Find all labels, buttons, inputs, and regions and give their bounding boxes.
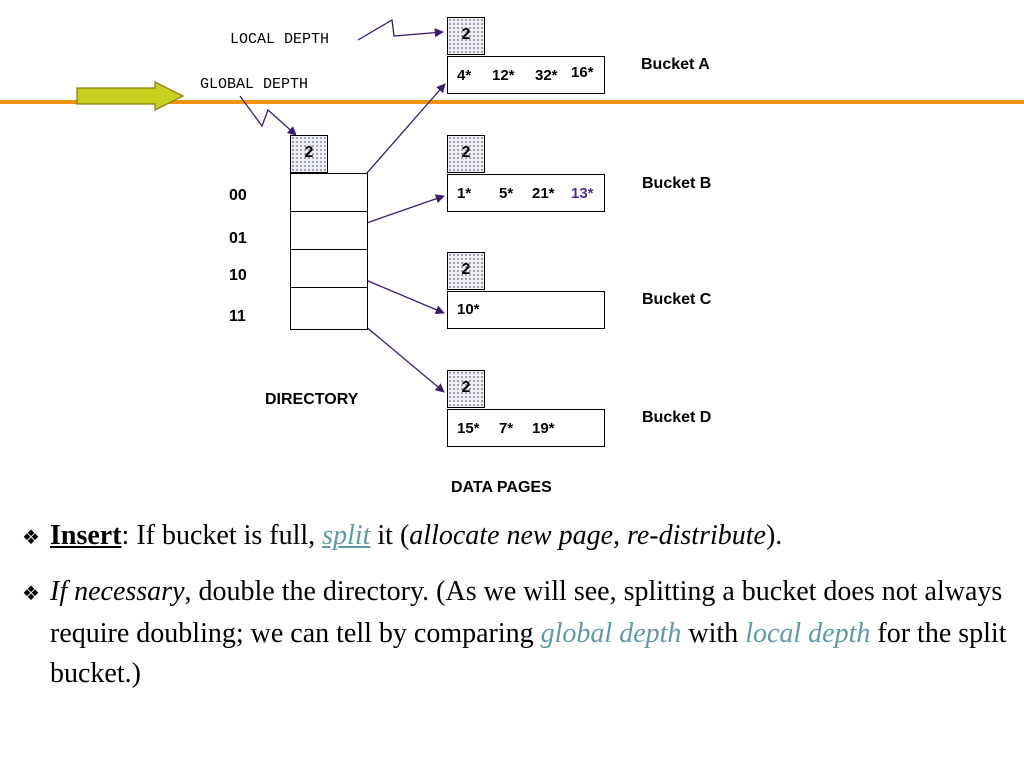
diamond-bullet-icon: ❖ — [22, 527, 40, 549]
bullet-double: ❖ If necessary, double the directory. (As… — [22, 572, 1012, 694]
bucket-c-entry: 10* — [457, 301, 480, 318]
bucket-b-depth-box: 2 — [447, 135, 485, 173]
bucket-c-name: Bucket C — [642, 291, 712, 308]
directory-label: DIRECTORY — [265, 391, 359, 408]
bucket-c-page: 10* — [447, 291, 605, 329]
local-depth-callout — [357, 18, 444, 41]
directory-entry-10: 10 — [229, 267, 247, 284]
bucket-a-entry: 16* — [571, 64, 594, 81]
bucket-a-local-depth: 2 — [461, 26, 471, 43]
bucket-d-entry: 15* — [457, 420, 480, 437]
bullet1-text-b: it ( — [370, 520, 410, 551]
bucket-b-name: Bucket B — [642, 175, 712, 192]
directory-slot-00 — [290, 173, 368, 212]
bucket-d-entry: 7* — [499, 420, 514, 437]
split-term: split — [322, 520, 371, 551]
bucket-d-page: 15* 7* 19* — [447, 409, 605, 447]
bucket-b-entry: 5* — [499, 185, 514, 202]
bucket-a-page: 4* 12* 32* 16* — [447, 56, 605, 94]
bullet1-text-c: ). — [765, 520, 783, 551]
accent-line — [0, 100, 1024, 104]
diamond-bullet-icon: ❖ — [22, 583, 40, 605]
bullet-list: ❖ Insert: If bucket is full, split it (al… — [22, 516, 1012, 708]
if-necessary-term: If necessary — [50, 576, 185, 607]
global-depth-label: GLOBAL DEPTH — [200, 76, 309, 93]
bucket-c-depth-box: 2 — [447, 252, 485, 290]
bullet2-text-c: for the split bucket.) — [50, 618, 1007, 689]
bucket-b-page: 1* 5* 21* 13* — [447, 174, 605, 212]
bullet2-text-a: , double the directory. (As we will see,… — [50, 576, 1003, 649]
bucket-d-entry: 19* — [532, 420, 555, 437]
bucket-d-name: Bucket D — [642, 409, 712, 426]
bucket-b-entry-highlight: 13* — [571, 185, 594, 202]
bucket-a-entry: 32* — [535, 67, 558, 84]
bucket-d-depth-box: 2 — [447, 370, 485, 408]
insert-term: Insert — [50, 520, 122, 551]
directory-entry-00: 00 — [229, 187, 247, 204]
directory-entry-01: 01 — [229, 230, 247, 247]
data-pages-label: DATA PAGES — [451, 479, 552, 496]
local-depth-term: local depth — [745, 618, 871, 649]
bucket-b-entry: 21* — [532, 185, 555, 202]
directory-slot-11 — [290, 287, 368, 330]
yellow-arrow-icon — [76, 81, 185, 111]
global-depth-value: 2 — [304, 144, 314, 161]
global-depth-callout — [239, 95, 297, 136]
directory-slot-10 — [290, 249, 368, 288]
bucket-d-local-depth: 2 — [461, 379, 471, 396]
bullet1-text-a: : If bucket is full, — [121, 520, 323, 551]
bullet2-text-b: with — [681, 618, 746, 649]
bucket-a-entry: 4* — [457, 67, 472, 84]
directory-entry-11: 11 — [229, 308, 246, 325]
bucket-a-depth-box: 2 — [447, 17, 485, 55]
bucket-a-entry: 12* — [492, 67, 515, 84]
local-depth-label: LOCAL DEPTH — [230, 31, 330, 48]
global-depth-box: 2 — [290, 135, 328, 173]
bullet-insert: ❖ Insert: If bucket is full, split it (al… — [22, 516, 1012, 558]
allocate-phrase: allocate new page, re-distribute — [409, 520, 766, 551]
bucket-c-local-depth: 2 — [461, 261, 471, 278]
bucket-a-name: Bucket A — [641, 56, 710, 73]
directory-slot-01 — [290, 211, 368, 250]
bucket-b-entry: 1* — [457, 185, 472, 202]
bucket-b-local-depth: 2 — [461, 144, 471, 161]
global-depth-term: global depth — [540, 618, 682, 649]
